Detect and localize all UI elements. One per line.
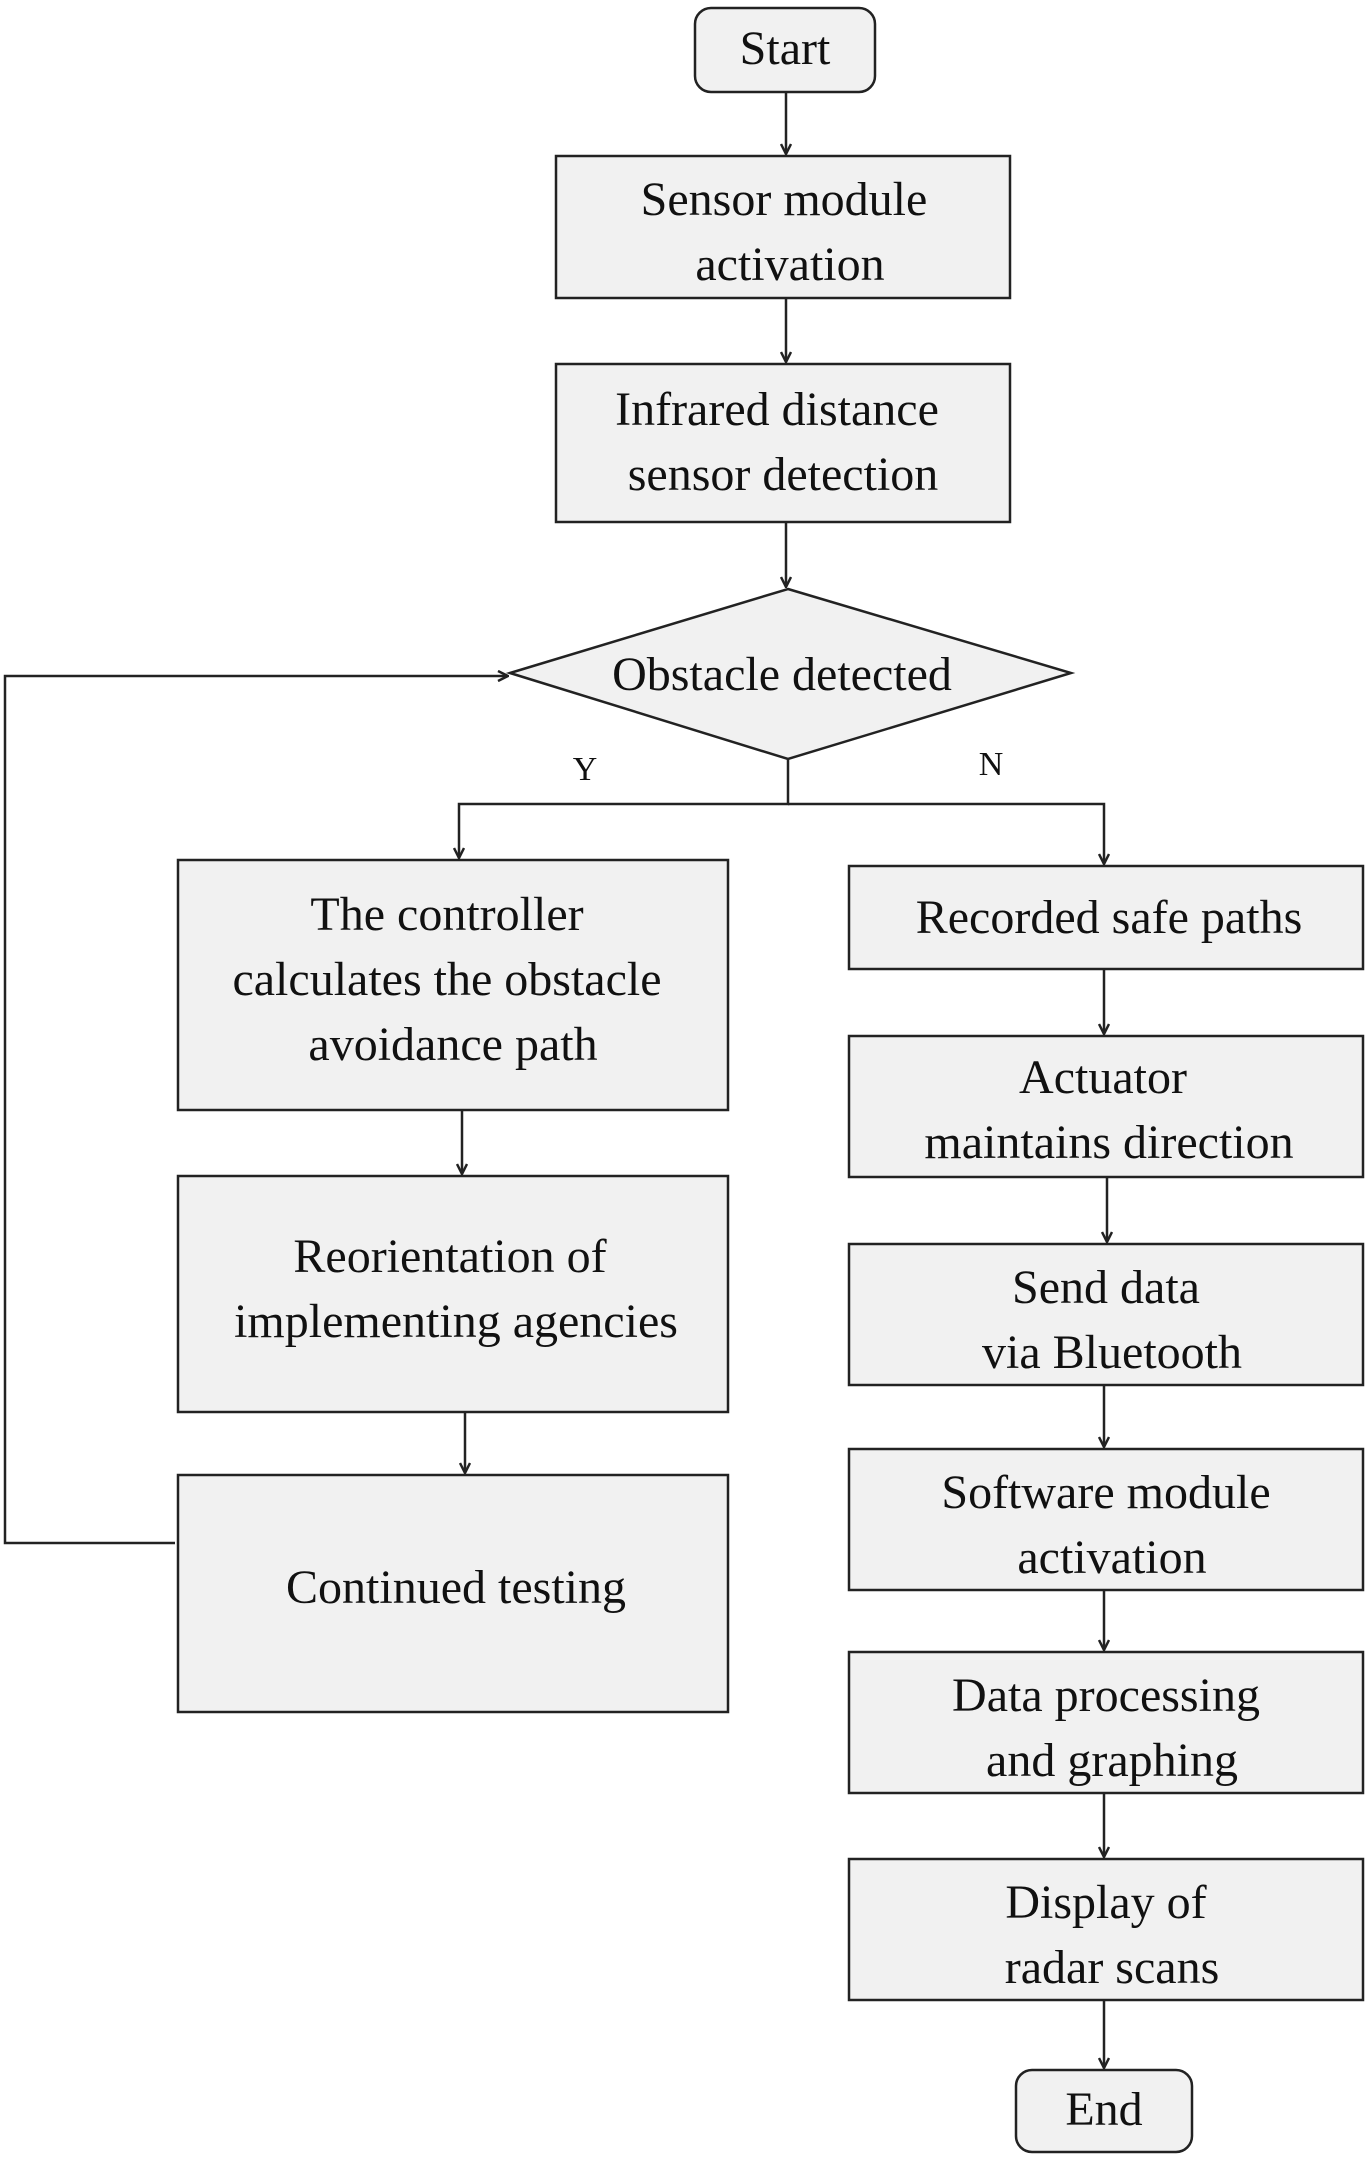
actuator-box: Actuator maintains direction [847, 1034, 1365, 1179]
loop-back-line [3, 676, 508, 1545]
software-activation-label: Software module activation [941, 1466, 1282, 1584]
actuator-label: Actuator maintains direction [924, 1051, 1293, 1169]
radar-display-box: Display of radar scans [847, 1857, 1365, 2002]
ir-detection-box: Infrared distance sensor detection [554, 362, 1012, 524]
recorded-paths-box: Recorded safe paths [847, 864, 1365, 971]
start-node: Start [693, 6, 877, 94]
sensor-activation-label: Sensor module activation [641, 173, 940, 291]
controller-path-label: The controller calculates the obstacle a… [232, 888, 673, 1071]
decision-split-line [459, 759, 790, 858]
decision-split-line-right [788, 802, 1104, 864]
end-label: End [1065, 2083, 1142, 2136]
sensor-activation-box: Sensor module activation [554, 154, 1012, 300]
controller-path-box: The controller calculates the obstacle a… [176, 858, 730, 1112]
reorientation-box: Reorientation of implementing agencies [176, 1174, 730, 1414]
obstacle-decision-label: Obstacle detected [612, 648, 952, 701]
data-processing-box: Data processing and graphing [847, 1650, 1365, 1795]
send-bluetooth-box: Send data via Bluetooth [847, 1242, 1365, 1387]
no-branch-label: N [979, 746, 1004, 783]
radar-display-label: Display of radar scans [1005, 1876, 1220, 1994]
continued-testing-label: Continued testing [286, 1561, 626, 1614]
obstacle-decision: Obstacle detected [505, 587, 1076, 761]
recorded-paths-label: Recorded safe paths [916, 891, 1303, 944]
end-node: End [1014, 2068, 1194, 2154]
software-activation-box: Software module activation [847, 1447, 1365, 1592]
reorientation-label: Reorientation of implementing agencies [234, 1230, 678, 1348]
start-label: Start [740, 22, 831, 75]
send-bluetooth-label: Send data via Bluetooth [982, 1261, 1242, 1379]
ir-detection-label: Infrared distance sensor detection [615, 383, 951, 501]
yes-branch-label: Y [573, 751, 598, 788]
data-processing-label: Data processing and graphing [952, 1669, 1272, 1787]
connectors [3, 92, 1107, 2068]
continued-testing-box: Continued testing [176, 1473, 730, 1714]
